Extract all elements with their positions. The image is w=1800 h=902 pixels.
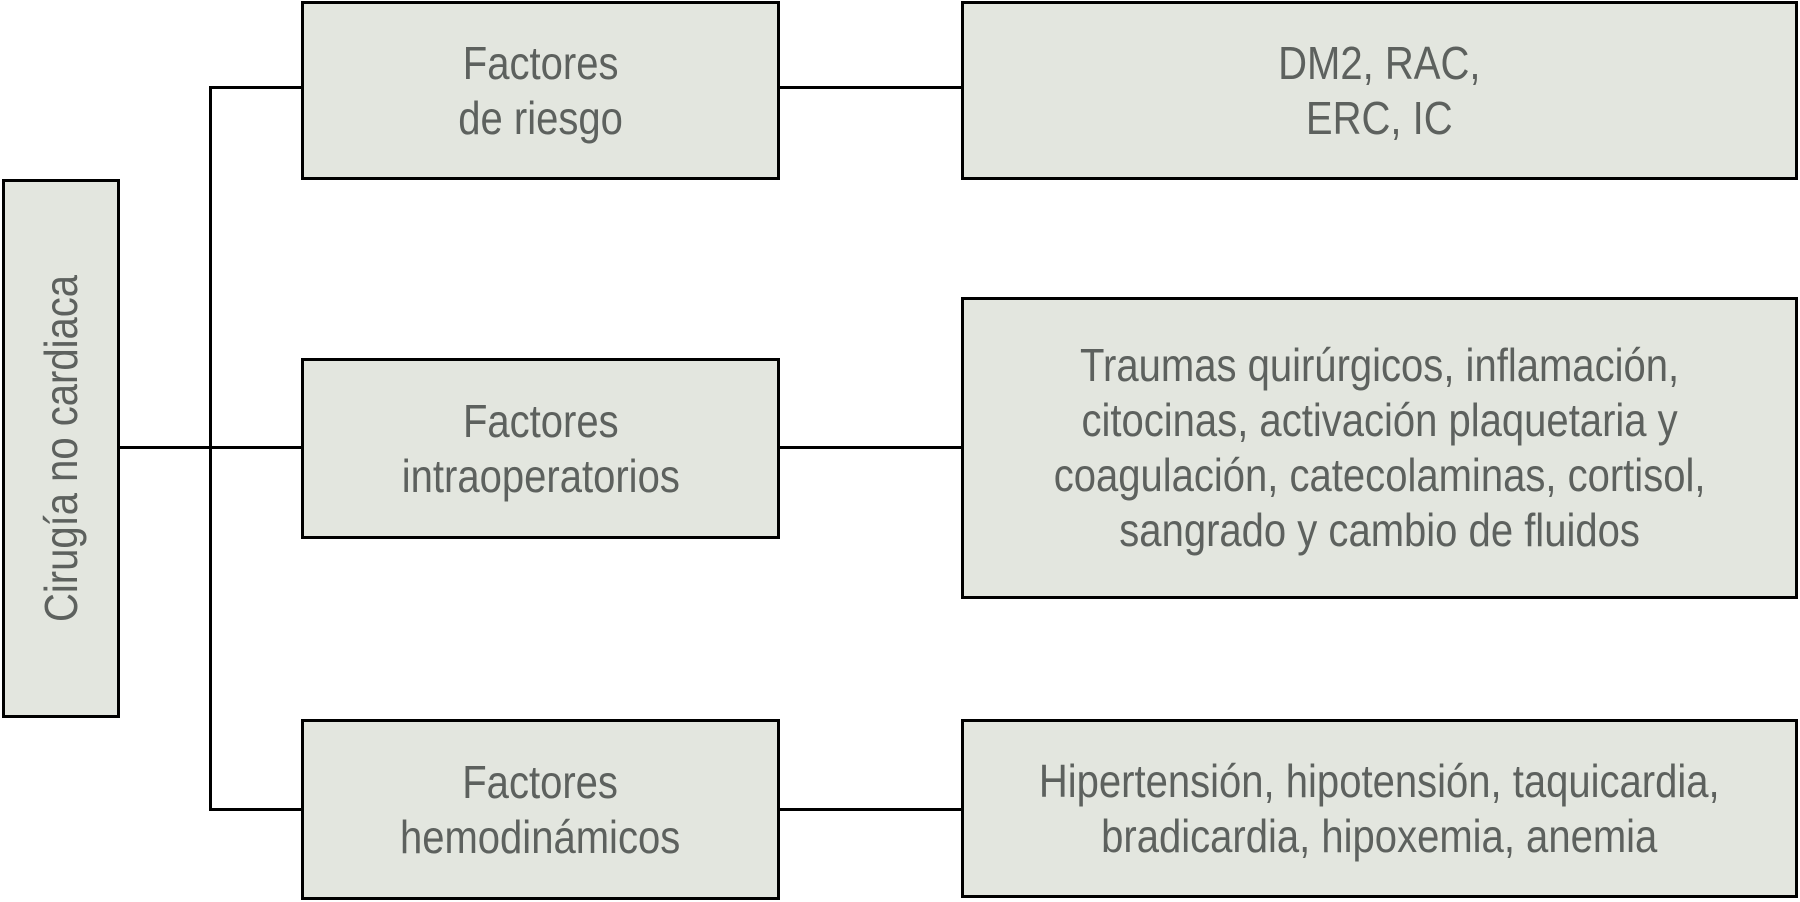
factor-node-intraoperatorios-label: Factores intraoperatorios — [401, 394, 680, 502]
factor-node-intraoperatorios: Factores intraoperatorios — [301, 358, 780, 539]
connector-risk-factors-to-detail — [779, 86, 962, 89]
detail-node-intraoperatorios-label: Traumas quirúrgicos, inflamación, citoci… — [1053, 339, 1706, 556]
root-node-label: Cirugía no cardiaca — [34, 274, 87, 623]
detail-node-hemodinamicos: Hipertensión, hipotensión, taquicardia, … — [961, 719, 1798, 898]
factor-node-riesgo-label: Factores de riesgo — [458, 36, 623, 144]
detail-node-riesgo-label: DM2, RAC, ERC, IC — [1278, 36, 1481, 144]
factor-node-hemodinamicos-label: Factores hemodinámicos — [400, 755, 681, 863]
connector-intraoperative-to-detail — [779, 446, 962, 449]
root-node-cirugia-no-cardiaca: Cirugía no cardiaca — [2, 179, 120, 718]
detail-node-intraoperatorios: Traumas quirúrgicos, inflamación, citoci… — [961, 297, 1798, 599]
detail-node-hemodinamicos-label: Hipertensión, hipotensión, taquicardia, … — [1039, 754, 1720, 862]
factor-node-riesgo: Factores de riesgo — [301, 1, 780, 180]
connector-trunk-to-hemodynamic — [209, 808, 302, 811]
connector-root-to-intraoperative — [120, 446, 302, 449]
connector-hemodynamic-to-detail — [779, 808, 962, 811]
connector-trunk-to-risk-factors — [209, 86, 302, 89]
detail-node-riesgo: DM2, RAC, ERC, IC — [961, 1, 1798, 180]
factor-node-hemodinamicos: Factores hemodinámicos — [301, 719, 780, 900]
